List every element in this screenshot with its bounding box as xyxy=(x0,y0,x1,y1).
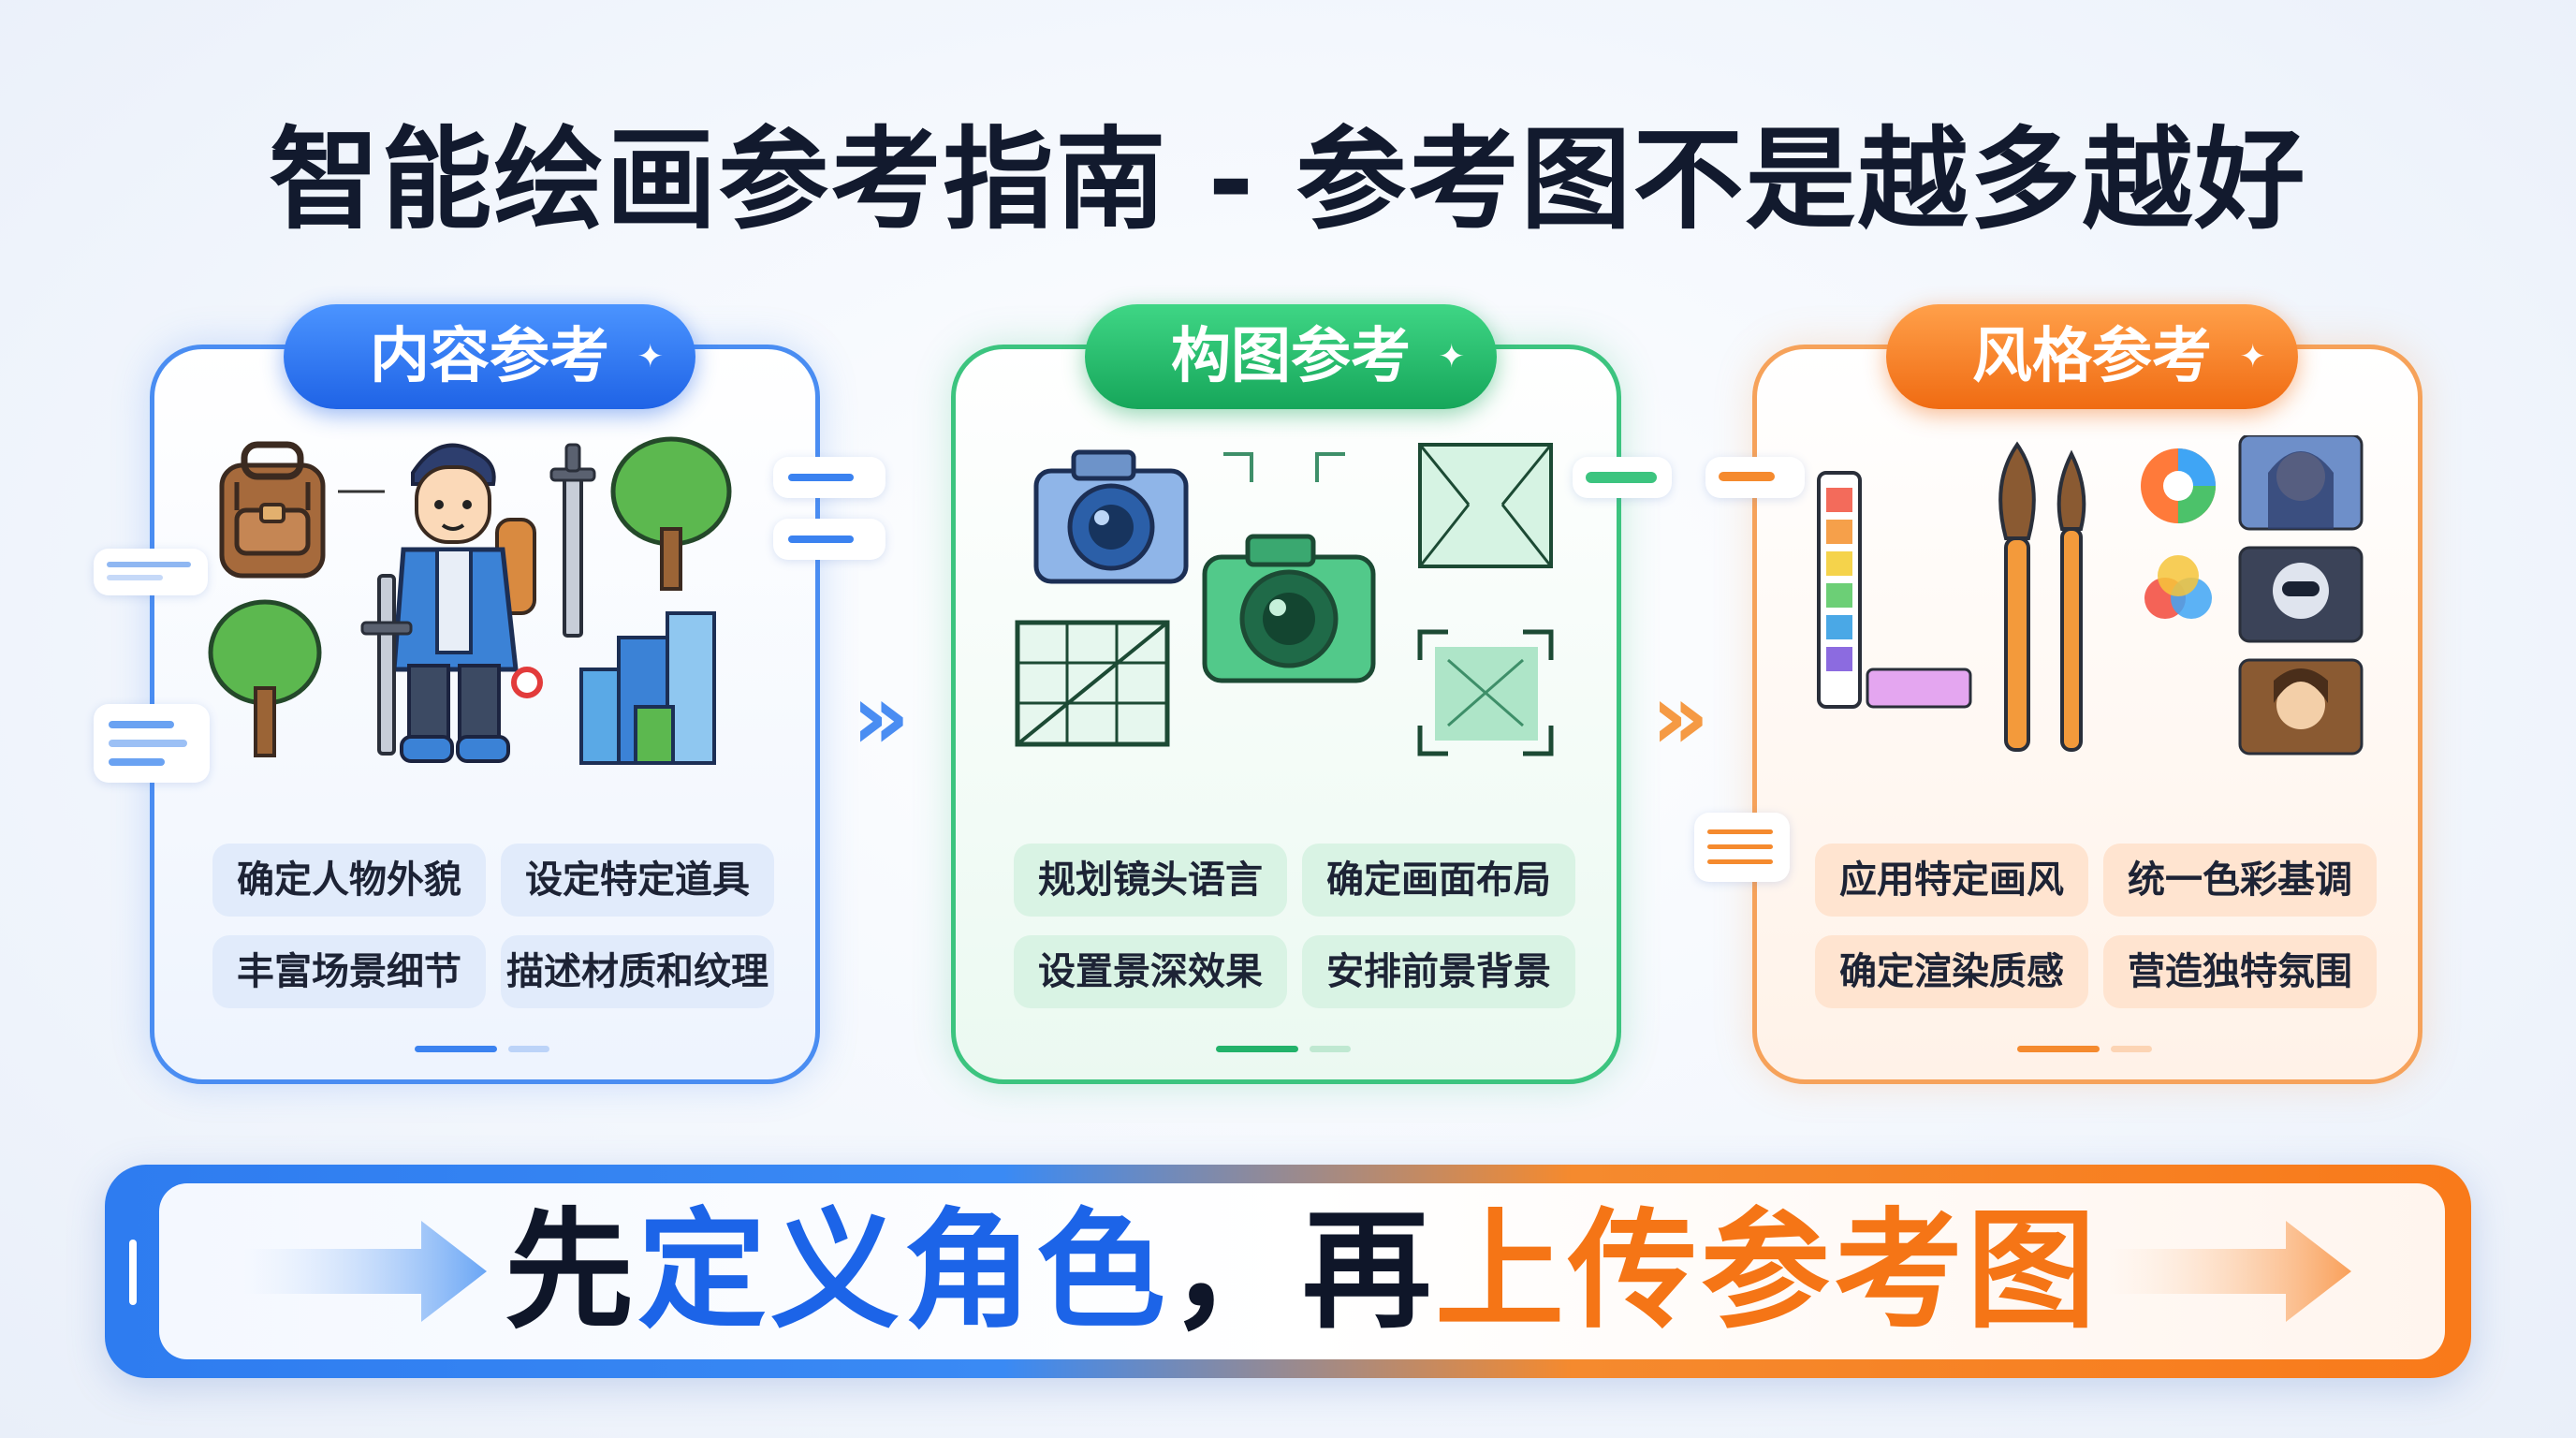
banner-text-upload-reference: 上传参考图 xyxy=(1435,1196,2100,1346)
sparkle-icon: ✦ xyxy=(2239,338,2267,375)
toggle-widget xyxy=(1705,457,1805,498)
summary-banner-text: 先定义角色，再上传参考图 xyxy=(159,1183,2445,1359)
perspective-icon xyxy=(1418,443,1553,568)
summary-banner-inner: 先定义角色，再上传参考图 xyxy=(159,1183,2445,1359)
arrow-right-icon xyxy=(243,1221,487,1322)
arrow-right-icon xyxy=(2108,1221,2351,1322)
style-reference-illustration xyxy=(1817,435,2364,756)
tag-foreground-background: 安排前景背景 xyxy=(1302,935,1575,1008)
page-title: 智能绘画参考指南 - 参考图不是越多越好 xyxy=(269,115,2307,244)
style-reference-pill: 风格参考 ✦ xyxy=(1886,304,2298,409)
tag-apply-style: 应用特定画风 xyxy=(1815,844,2088,917)
sparkle-icon: ✦ xyxy=(1438,338,1466,375)
banner-handle xyxy=(129,1240,137,1305)
toggle-widget xyxy=(773,519,886,560)
toggle-widget xyxy=(773,457,886,498)
viewfinder-icon xyxy=(1223,452,1345,482)
tag-render-texture: 确定渲染质感 xyxy=(1815,935,2088,1008)
grid-icon xyxy=(1015,620,1170,747)
chevron-right-icon: » xyxy=(852,665,911,770)
banner-text-then: ，再 xyxy=(1169,1196,1436,1346)
chevron-right-icon: » xyxy=(1651,665,1710,770)
content-reference-card: 内容参考 ✦ xyxy=(150,304,820,1084)
viewfinder-icon xyxy=(1417,629,1554,756)
content-reference-pill: 内容参考 ✦ xyxy=(284,304,695,409)
camera-icon xyxy=(1033,449,1189,584)
tree-icon xyxy=(208,599,322,757)
tag-scene-details: 丰富场景细节 xyxy=(212,935,486,1008)
tag-materials-textures: 描述材质和纹理 xyxy=(501,935,774,1008)
tag-color-tone: 统一色彩基调 xyxy=(2103,844,2377,917)
portrait-icon xyxy=(2238,435,2364,756)
tag-atmosphere: 营造独特氛围 xyxy=(2103,935,2377,1008)
list-widget xyxy=(94,704,210,783)
pagination-dots xyxy=(415,1046,564,1053)
tag-depth-of-field: 设置景深效果 xyxy=(1014,935,1287,1008)
settings-widget xyxy=(1694,813,1790,882)
color-wheel-icon xyxy=(2141,448,2216,619)
camera-icon xyxy=(1202,534,1376,683)
summary-banner: 先定义角色，再上传参考图 xyxy=(105,1165,2471,1378)
content-reference-label: 内容参考 xyxy=(370,322,609,391)
tag-shot-language: 规划镜头语言 xyxy=(1014,844,1287,917)
composition-reference-illustration xyxy=(1015,443,1554,756)
style-reference-card: 风格参考 ✦ xyxy=(1752,304,2422,1084)
tag-define-appearance: 确定人物外貌 xyxy=(212,844,486,917)
pagination-dots xyxy=(1216,1046,1366,1053)
building-icon xyxy=(579,611,716,765)
tag-frame-layout: 确定画面布局 xyxy=(1302,844,1575,917)
composition-reference-label: 构图参考 xyxy=(1171,322,1411,391)
sparkle-icon: ✦ xyxy=(637,338,665,375)
paintbrush-icon xyxy=(1998,441,2086,752)
palette-icon xyxy=(1817,471,1972,709)
content-reference-illustration xyxy=(208,436,732,765)
tree-icon xyxy=(610,436,732,591)
toggle-widget xyxy=(1573,457,1672,498)
backpack-icon xyxy=(219,441,326,579)
sword-icon xyxy=(549,443,596,638)
character-icon xyxy=(360,443,536,763)
slider-widget xyxy=(94,549,208,595)
banner-text-first: 先 xyxy=(504,1196,637,1346)
composition-reference-pill: 构图参考 ✦ xyxy=(1085,304,1497,409)
composition-reference-card: 构图参考 ✦ xyxy=(951,304,1621,1084)
banner-text-define-role: 定义角色 xyxy=(637,1196,1169,1346)
tag-set-props: 设定特定道具 xyxy=(501,844,774,917)
style-reference-label: 风格参考 xyxy=(1972,322,2212,391)
pagination-dots xyxy=(2017,1046,2167,1053)
